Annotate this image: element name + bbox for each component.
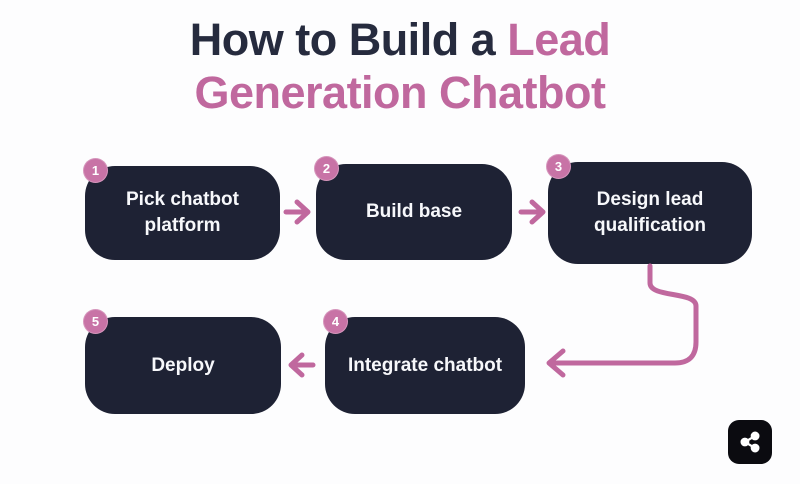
step-node-integrate-chatbot: Integrate chatbot <box>325 317 525 414</box>
arrow-left-icon <box>288 352 316 378</box>
title-highlight-line2: Generation Chatbot <box>194 66 606 118</box>
title-text-dark: How to Build a <box>189 14 508 65</box>
share-button[interactable] <box>728 420 772 464</box>
step-label: Build base <box>365 201 463 223</box>
step-number-badge: 1 <box>83 158 108 183</box>
step-node-design-lead-qualification: Design lead qualification <box>548 162 752 264</box>
step-label: Design lead qualification <box>594 189 706 236</box>
step-node-deploy: Deploy <box>85 317 281 414</box>
elbow-connector-arrow-icon <box>546 263 699 378</box>
step-number-badge: 4 <box>323 309 348 334</box>
step-number-badge: 3 <box>546 154 571 179</box>
title-highlight-lead: Lead <box>507 14 611 65</box>
step-number-badge: 5 <box>83 309 108 334</box>
share-icon <box>740 431 760 453</box>
step-label: Deploy <box>151 354 215 376</box>
arrow-right-icon <box>283 199 311 225</box>
arrow-right-icon <box>518 199 546 225</box>
step-label: Integrate chatbot <box>347 354 503 376</box>
step-node-pick-chatbot-platform: Pick chatbot platform <box>85 166 280 260</box>
step-label: Pick chatbot platform <box>126 189 239 236</box>
step-number-badge: 2 <box>314 156 339 181</box>
step-node-build-base: Build base <box>316 164 512 260</box>
